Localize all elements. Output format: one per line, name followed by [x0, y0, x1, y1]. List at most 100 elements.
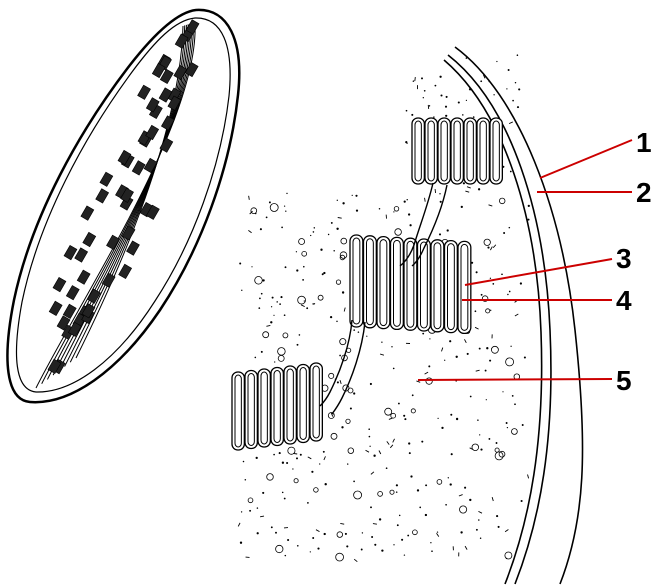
stroma-dot [249, 510, 251, 512]
stroma-dot [345, 533, 347, 535]
stroma-dot [299, 334, 301, 336]
stroma-dot [440, 94, 442, 96]
stroma-dot [478, 519, 480, 521]
stroma-dot [273, 315, 274, 316]
stroma-dot [391, 346, 392, 347]
stroma-dot [323, 451, 325, 453]
stroma-dot [307, 502, 309, 504]
stroma-dot [379, 208, 381, 210]
stroma-dot [319, 463, 320, 464]
stroma-dot [310, 551, 311, 552]
stroma-dot [403, 415, 405, 417]
stroma-dot [485, 370, 487, 372]
stroma-dot [313, 231, 315, 233]
stroma-dot [419, 507, 421, 509]
stroma-dot [381, 549, 383, 551]
stroma-dot [445, 504, 447, 506]
stroma-dot [396, 491, 398, 493]
thylakoid-disc [232, 372, 244, 450]
stroma-dot [356, 210, 358, 212]
stroma-dot [336, 228, 338, 230]
stroma-dot [397, 524, 399, 526]
stroma-dot [269, 201, 271, 203]
thylakoid-disc [297, 365, 309, 443]
stroma-dot [358, 331, 360, 333]
stroma-dot [502, 391, 503, 392]
stroma-dot [282, 492, 284, 494]
leader-line-1 [540, 140, 632, 178]
stroma-dot [413, 80, 415, 82]
stroma-dot [239, 262, 241, 264]
stroma-dot [449, 340, 451, 342]
stroma-dot [271, 526, 273, 528]
stroma-dot [366, 336, 367, 337]
callout-label-5: 5 [616, 365, 632, 396]
stroma-dot [281, 227, 283, 229]
stroma-dot [412, 394, 414, 396]
stroma-dot [520, 282, 522, 284]
stroma-dot [487, 247, 489, 249]
stroma-dot [512, 395, 514, 397]
stroma-dot [493, 94, 494, 95]
stroma-dot [411, 114, 413, 116]
stroma-dot [287, 539, 289, 541]
thylakoid-disc [451, 118, 463, 184]
stroma-dot [515, 82, 516, 83]
stroma-dot [245, 479, 247, 481]
stroma-dot [514, 403, 516, 405]
stroma-dot [243, 461, 245, 463]
stroma-dot [272, 297, 274, 299]
stroma-fleck [373, 524, 377, 525]
stroma-dot [251, 266, 252, 267]
thylakoid-disc [438, 118, 450, 184]
stroma-dot [480, 80, 482, 82]
stroma-dot [393, 368, 395, 370]
stroma-dot [528, 205, 530, 207]
stroma-dot [355, 195, 357, 197]
stroma-dot [314, 303, 315, 304]
stroma-dot [496, 515, 498, 517]
stroma-dot [404, 554, 405, 555]
stroma-dot [320, 249, 322, 251]
stroma-dot [331, 222, 333, 224]
stroma-dot [425, 514, 427, 516]
stroma-dot [486, 347, 488, 349]
thylakoid-disc [391, 237, 404, 329]
stroma-dot [404, 418, 406, 420]
stroma-dot [379, 518, 381, 520]
stroma-dot [490, 278, 491, 279]
stroma-dot [488, 438, 490, 440]
stroma-dot [408, 213, 410, 215]
stroma-dot [462, 114, 464, 116]
stroma-dot [324, 533, 326, 535]
stroma-dot [337, 381, 339, 383]
stroma-dot [300, 454, 302, 456]
stroma-dot [285, 211, 286, 212]
stroma-dot [456, 418, 458, 420]
stroma-dot [302, 279, 304, 281]
stroma-dot [257, 507, 258, 508]
stroma-dot [314, 227, 315, 228]
stroma-dot [258, 307, 260, 309]
stroma-dot [266, 217, 268, 219]
ribosome-granule [255, 277, 263, 285]
stroma-dot [273, 454, 275, 456]
stroma-fleck [415, 77, 416, 81]
stroma-dot [509, 291, 511, 293]
ribosome-granule [276, 545, 283, 552]
stroma-dot [481, 294, 483, 296]
whole-chloroplast-drawing [7, 10, 239, 402]
thylakoid-disc [377, 237, 390, 329]
stroma-dot [490, 310, 491, 311]
callout-label-1: 1 [636, 127, 652, 158]
callout-label-4: 4 [616, 285, 632, 316]
stroma-dot [280, 296, 282, 298]
stroma-dot [285, 555, 286, 556]
stroma-dot [398, 403, 400, 405]
stroma-dot [448, 477, 449, 478]
stroma-dot [276, 301, 278, 303]
thylakoid-disc [258, 369, 270, 447]
stroma-dot [342, 291, 344, 293]
stroma-dot [480, 449, 482, 451]
stroma-dot [446, 96, 448, 98]
